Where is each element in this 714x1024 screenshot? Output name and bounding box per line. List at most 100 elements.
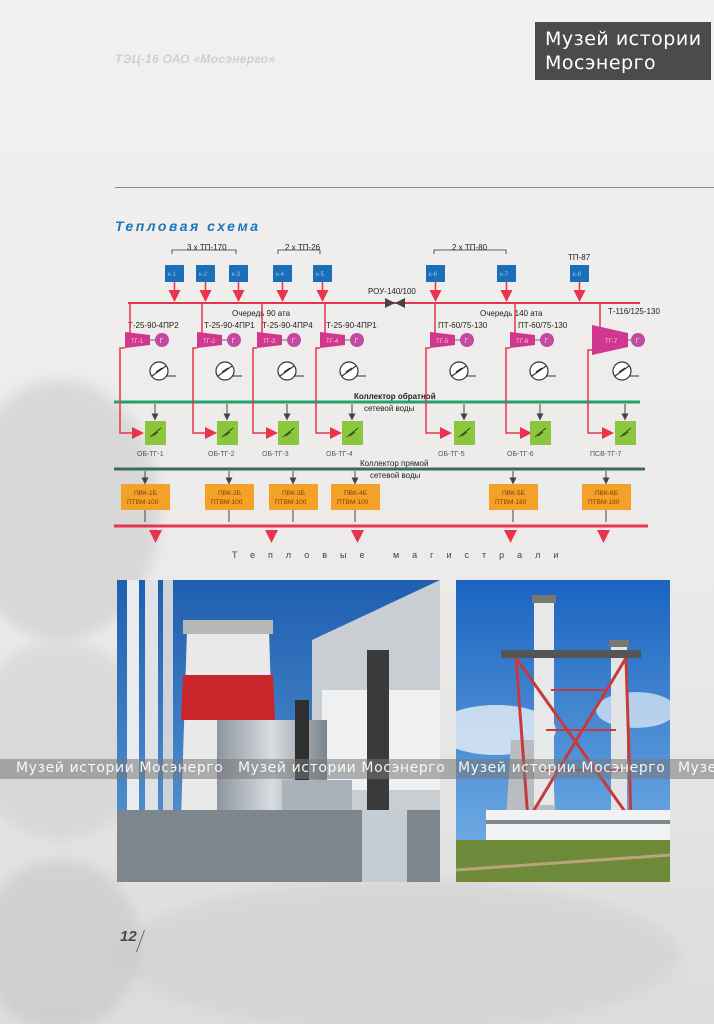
museum-logo: Музей истории Мосэнерго bbox=[535, 22, 711, 80]
peak-boiler-label-1: ПВК-5Б bbox=[502, 490, 525, 497]
heater-5: ОБ-ТГ-5 bbox=[425, 347, 475, 458]
peak-boiler-2: ПВК-2Б ПТВМ-100 bbox=[205, 471, 254, 522]
return-collector-label-1: Коллектор обратной bbox=[354, 392, 436, 401]
group-label-3: 2 х ТП-80 bbox=[452, 243, 488, 252]
turbine-tg4: ТГ-4 Г bbox=[320, 303, 364, 348]
condenser-5 bbox=[449, 361, 476, 381]
heater-3: ОБ-ТГ-3 bbox=[252, 347, 299, 458]
peak-boiler-label-1: ПВК-2Б bbox=[218, 490, 241, 497]
peak-boiler-label-2: ПТВМ-100 bbox=[337, 499, 369, 506]
turbine-type-2: Т-25-90-4ПР1 bbox=[204, 321, 255, 330]
turbine-label: ТГ-1 bbox=[131, 339, 144, 345]
peak-boiler-label-2: ПТВМ-100 bbox=[211, 499, 243, 506]
rou-valve bbox=[385, 298, 405, 308]
turbine-label: ТГ-7 bbox=[605, 339, 618, 345]
turbine-type-3: Т-25-90-4ПР4 bbox=[262, 321, 313, 330]
heater-1: ОБ-ТГ-1 bbox=[119, 347, 166, 458]
heater-4: ОБ-ТГ-4 bbox=[315, 347, 363, 458]
heater-7: ПСВ-ТГ-7 bbox=[587, 349, 636, 458]
generator-label: Г bbox=[355, 338, 359, 345]
heater-label: ОБ-ТГ-6 bbox=[507, 451, 534, 458]
section-title: Тепловая схема bbox=[115, 218, 261, 234]
peak-boiler-4: ПВК-4Б ПТВМ-100 bbox=[331, 471, 380, 522]
watermark-text: Музей истории Мосэнерго bbox=[678, 760, 714, 776]
condenser-6 bbox=[529, 361, 556, 381]
turbine-label: ТГ-4 bbox=[326, 339, 339, 345]
background-machinery bbox=[0, 860, 140, 1024]
return-collector-label-2: сетевой воды bbox=[364, 404, 415, 413]
background-machinery bbox=[120, 880, 680, 1024]
heater-label: ОБ-ТГ-3 bbox=[262, 451, 289, 458]
boiler-k3: к-3 bbox=[229, 265, 248, 302]
group-label-1: 3 х ТП-170 bbox=[187, 243, 227, 252]
boiler-label: к-6 bbox=[429, 272, 438, 278]
heat-mains-label: Тепловые магистрали bbox=[232, 550, 571, 560]
turbine-type-6: ПТ-60/75-130 bbox=[518, 321, 568, 330]
condenser-3 bbox=[277, 361, 304, 381]
watermark-text: Музей истории Мосэнерго bbox=[458, 760, 666, 776]
generator-label: Г bbox=[292, 338, 296, 345]
group-label-4: ТП-87 bbox=[568, 253, 591, 262]
peak-boiler-label-1: ПВК-4Б bbox=[344, 490, 367, 497]
boiler-label: к-7 bbox=[500, 272, 509, 278]
boiler-k4: к-4 bbox=[273, 265, 292, 302]
group-brace-3 bbox=[433, 249, 507, 254]
generator-label: Г bbox=[232, 338, 236, 345]
turbine-label: ТГ-3 bbox=[263, 339, 276, 345]
boiler-label: к-3 bbox=[232, 272, 241, 278]
peak-boiler-label-2: ПТВМ-100 bbox=[127, 499, 159, 506]
logo-line-2: Мосэнерго bbox=[545, 52, 657, 74]
boiler-k1: к-1 bbox=[165, 265, 184, 302]
turbine-tg3: ТГ-3 Г bbox=[257, 303, 301, 348]
turbine-tg5: ТГ-5 Г bbox=[430, 303, 474, 348]
watermark-text: Музей истории Мосэнерго bbox=[16, 760, 224, 776]
boiler-label: к-4 bbox=[276, 272, 285, 278]
peak-boiler-label-2: ПТВМ-180 bbox=[588, 499, 620, 506]
generator-label: Г bbox=[636, 338, 640, 345]
group-brace-2 bbox=[277, 249, 321, 254]
turbine-label: ТГ-6 bbox=[516, 339, 529, 345]
page-header-title: ТЭЦ-16 ОАО «Мосэнерго» bbox=[115, 52, 276, 66]
group-label-2: 2 х ТП-26 bbox=[285, 243, 321, 252]
turbine-label: ТГ-5 bbox=[436, 339, 449, 345]
watermark-band bbox=[0, 759, 714, 779]
photo-chimneys-buildings bbox=[117, 580, 440, 882]
turbine-tg7: ТГ-7 Г bbox=[592, 303, 645, 355]
heater-label: ОБ-ТГ-2 bbox=[208, 451, 235, 458]
peak-boiler-1: ПВК-1Б ПТВМ-100 bbox=[121, 471, 170, 522]
generator-label: Г bbox=[160, 338, 164, 345]
generator-label: Г bbox=[545, 338, 549, 345]
stage-2-label: Очередь 140 ата bbox=[480, 309, 543, 318]
logo-line-1: Музей истории bbox=[545, 28, 702, 50]
boiler-label: к-8 bbox=[573, 272, 582, 278]
supply-collector-label-2: сетевой воды bbox=[370, 471, 421, 480]
boiler-k5: к-5 bbox=[313, 265, 332, 302]
peak-boiler-3: ПВК-3Б ПТВМ-100 bbox=[269, 471, 318, 522]
boiler-label: к-2 bbox=[199, 272, 208, 278]
heater-label: ОБ-ТГ-5 bbox=[438, 451, 465, 458]
peak-boiler-5: ПВК-5Б ПТВМ-180 bbox=[489, 471, 538, 522]
heat-main-outlets bbox=[149, 530, 610, 543]
boiler-k7: к-7 bbox=[497, 265, 516, 302]
heater-label: ОБ-ТГ-1 bbox=[137, 451, 164, 458]
rou-label: РОУ-140/100 bbox=[368, 287, 416, 296]
photo-cooling-tower-frame bbox=[456, 580, 670, 882]
turbine-tg6: ТГ-6 Г bbox=[510, 303, 554, 348]
condenser-1 bbox=[149, 361, 176, 381]
peak-boiler-label-2: ПТВМ-100 bbox=[275, 499, 307, 506]
supply-collector-label-1: Коллектор прямой bbox=[360, 459, 428, 468]
boiler-k6: к-6 bbox=[426, 265, 445, 302]
turbine-label: ТГ-2 bbox=[203, 339, 216, 345]
condenser-7 bbox=[612, 361, 639, 381]
boiler-k8: к-8 bbox=[570, 265, 589, 302]
group-brace-1 bbox=[171, 249, 237, 254]
heater-6: ОБ-ТГ-6 bbox=[505, 347, 551, 458]
boiler-k2: к-2 bbox=[196, 265, 215, 302]
peak-boiler-label-1: ПВК-6Б bbox=[595, 490, 618, 497]
turbine-type-1: Т-25-90-4ПР2 bbox=[128, 321, 179, 330]
heater-label: ОБ-ТГ-4 bbox=[326, 451, 353, 458]
peak-boiler-label-1: ПВК-1Б bbox=[134, 490, 157, 497]
boiler-label: к-5 bbox=[316, 272, 325, 278]
turbine-type-5: ПТ-60/75-130 bbox=[438, 321, 488, 330]
